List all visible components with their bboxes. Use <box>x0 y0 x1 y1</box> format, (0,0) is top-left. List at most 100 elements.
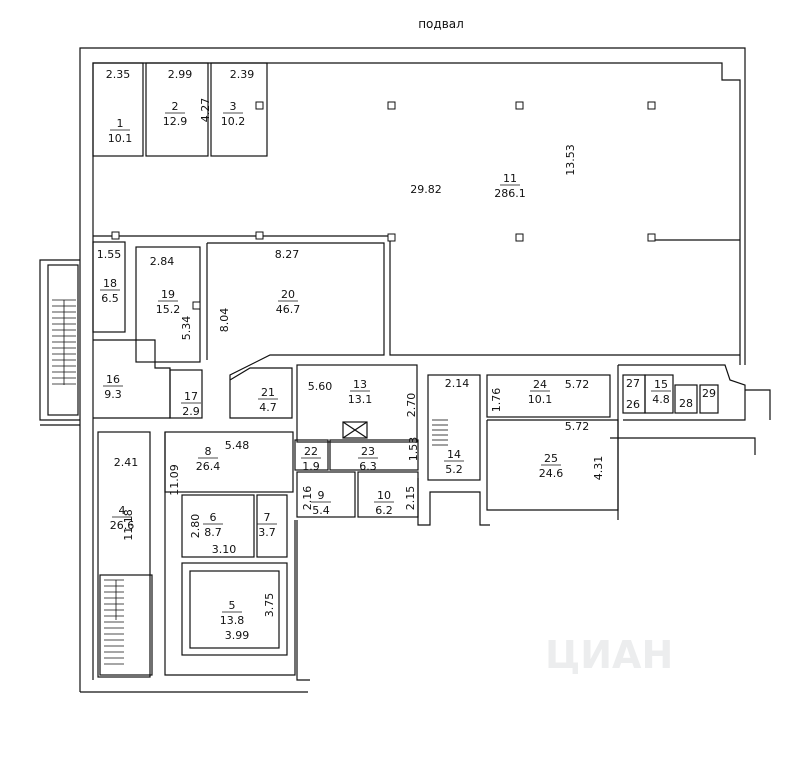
room-number: 24 <box>533 378 547 391</box>
room-number: 14 <box>447 448 461 461</box>
room-area: 46.7 <box>276 303 301 316</box>
room-number: 18 <box>103 277 117 290</box>
room-area: 10.1 <box>108 132 133 145</box>
dimension-label: 2.39 <box>230 68 255 81</box>
column <box>387 233 396 242</box>
dimension-label: 8.04 <box>218 308 231 333</box>
room-number: 10 <box>377 489 391 502</box>
room-8-outer-wall <box>164 432 296 676</box>
column <box>111 231 120 240</box>
south-wall <box>417 478 490 526</box>
stairs-south <box>104 579 124 665</box>
room-area: 286.1 <box>494 187 526 200</box>
dimension-label: 5.60 <box>308 380 333 393</box>
left-annex-wall <box>39 259 80 421</box>
room-label-14: 145.2 <box>444 448 464 476</box>
room-label-8: 826.4 <box>196 445 221 473</box>
outer-wall-inner-line <box>92 62 741 680</box>
dimension-label: 11.09 <box>168 464 181 496</box>
dimension-label: 5.72 <box>565 378 590 391</box>
room-14-wall <box>427 374 481 481</box>
room-number: 16 <box>106 373 120 386</box>
room-label-11: 11 286.1 <box>494 172 526 200</box>
room-label-24: 24 10.1 <box>528 378 553 406</box>
dimension-label: 8.27 <box>275 248 300 261</box>
room-area: 24.6 <box>539 467 564 480</box>
room-label-5: 513.8 <box>220 599 245 627</box>
room-20-wall <box>207 242 385 380</box>
room-number-29: 29 <box>702 387 716 400</box>
room-area: 13.8 <box>220 614 245 627</box>
south-east-wall <box>610 437 756 455</box>
dimension-label: 2.99 <box>168 68 193 81</box>
room-number-28: 28 <box>679 397 693 410</box>
column <box>647 101 656 110</box>
dimension-label: 5.72 <box>565 420 590 433</box>
dimension-label: 3.99 <box>225 629 250 642</box>
left-annex-inner <box>47 264 79 416</box>
room-number: 4 <box>119 504 126 517</box>
room-label-15: 154.8 <box>651 378 671 406</box>
room-area: 10.1 <box>528 393 553 406</box>
room-number: 22 <box>304 445 318 458</box>
room-17-wall <box>169 369 203 419</box>
room-7-wall <box>256 494 288 558</box>
east-annex-wall <box>618 364 746 421</box>
room-label-3: 310.2 <box>221 100 246 128</box>
room-number-27: 27 <box>626 377 640 390</box>
room-number: 1 <box>117 117 124 130</box>
room-16-wall <box>93 339 171 419</box>
room-number: 5 <box>229 599 236 612</box>
room-number: 3 <box>230 100 237 113</box>
dimension-label: 3.10 <box>212 543 237 556</box>
elevator-cross <box>342 421 368 439</box>
room-area: 5.4 <box>312 504 330 517</box>
room-label-10: 106.2 <box>374 489 394 517</box>
dimension-label: 4.31 <box>592 456 605 481</box>
dimension-label: 2.16 <box>301 486 314 511</box>
room-area: 26.6 <box>110 519 135 532</box>
room-area: 2.9 <box>182 405 200 418</box>
room-label-16: 169.3 <box>103 373 123 401</box>
room-number: 25 <box>544 452 558 465</box>
room-label-4: 426.6 <box>110 504 135 532</box>
room-number: 15 <box>654 378 668 391</box>
dimension-label: 2.70 <box>405 393 418 418</box>
dimension-label: 1.76 <box>490 388 503 413</box>
dimension-label: 2.35 <box>106 68 131 81</box>
room-area: 1.9 <box>302 460 320 473</box>
room-label-22: 221.9 <box>301 445 321 473</box>
room-number: 2 <box>172 100 179 113</box>
room-number: 9 <box>318 489 325 502</box>
room-number: 11 <box>503 172 517 185</box>
room-6-wall <box>181 494 255 558</box>
room-area: 5.2 <box>445 463 463 476</box>
room-number: 23 <box>361 445 375 458</box>
room-9-wall <box>296 471 356 518</box>
room-area: 26.4 <box>196 460 221 473</box>
stairs-west <box>52 299 76 385</box>
dimension-label: 4.27 <box>199 98 212 123</box>
room-number: 6 <box>210 511 217 524</box>
elevator-shaft <box>342 421 368 439</box>
column <box>387 101 396 110</box>
room-18-wall <box>92 241 126 333</box>
room-label-7: 73.7 <box>257 511 277 539</box>
stairs <box>52 299 448 665</box>
dimension-label: 11.18 <box>122 509 135 541</box>
room-number-labels: 26 27 28 29 <box>626 377 716 411</box>
room-number: 21 <box>261 386 275 399</box>
column <box>255 231 264 240</box>
column <box>255 101 264 110</box>
room-label-9: 95.4 <box>311 489 331 517</box>
room-13-wall <box>296 364 418 443</box>
room-label-17: 172.9 <box>181 390 201 418</box>
east-exit-wall <box>745 389 771 420</box>
room-number-26: 26 <box>626 398 640 411</box>
room-area: 6.2 <box>375 504 393 517</box>
